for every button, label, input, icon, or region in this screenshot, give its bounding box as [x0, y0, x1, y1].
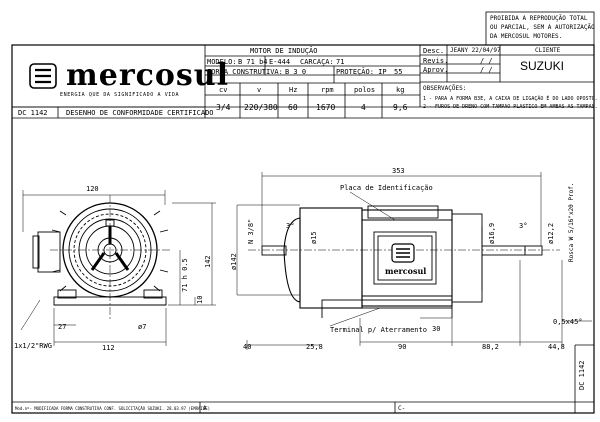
dim-142-front: 142	[204, 255, 212, 268]
footer-revision: A	[203, 405, 207, 412]
observacao-2: 2 - FUROS DE DRENO COM TAMPAO PLASTICO E…	[423, 104, 598, 110]
footer-code: C-	[398, 405, 406, 412]
copyright-line-1: PROIBIDA A REPRODUÇÃO TOTAL	[490, 15, 588, 22]
forma-label: FORMA CONSTRUTIVA:	[207, 68, 283, 76]
dim-88-2: 88,2	[482, 343, 499, 351]
dim-10: 10	[196, 295, 204, 304]
spec-header-cv: cv	[219, 86, 228, 94]
motor-type: MOTOR DE INDUÇÃO	[250, 47, 318, 55]
dim-rosca: Rosca W 5/16"x20 Prof.	[568, 182, 575, 262]
dim-40: 40	[243, 343, 252, 351]
protecao-label: PROTEÇÃO: IP	[336, 68, 387, 76]
desenho-number: DC 1142	[18, 109, 48, 117]
dim-25-8: 25,8	[306, 343, 323, 351]
company-tagline: ENERGIA QUE DA SIGNIFICADO A VIDA	[60, 92, 180, 98]
carcaca-value: 71	[336, 58, 345, 66]
observacoes-label: OBSERVAÇÕES:	[423, 85, 467, 92]
modelo-code: E-444	[269, 58, 291, 66]
spec-value-kg: 9,6	[393, 103, 408, 112]
dim-chamfer: 0,5x45°	[553, 318, 583, 326]
dim-12-2: ø12,2	[547, 222, 555, 244]
plate-logo-text: mercosul	[385, 266, 427, 276]
side-dimensions	[236, 172, 592, 350]
desenho-title: DESENHO DE CONFORMIDADE CERTIFICADO	[66, 109, 214, 117]
front-view	[32, 195, 172, 320]
observacao-1: 1 - PARA A FORMA B3E, A CAIXA DE LIGAÇÃO…	[423, 96, 598, 102]
spec-value-polos: 4	[361, 103, 366, 112]
desc-label: Desc.	[423, 47, 445, 55]
revis-date: / /	[480, 57, 493, 65]
copyright-line-2: OU PARCIAL, SEM A AUTORIZAÇÃO	[490, 24, 595, 31]
side-drawing-code: DC 1142	[578, 360, 586, 390]
placa-callout: Placa de Identificação	[340, 184, 433, 192]
copyright-box	[485, 11, 595, 46]
dim-rwg: 1x1/2"RWG	[14, 342, 52, 350]
dim-90: 90	[398, 343, 407, 351]
spec-header-rpm: rpm	[321, 86, 334, 94]
dim-112: 112	[102, 344, 115, 352]
dim-27: 27	[58, 323, 67, 331]
desc-value: JEANY 22/04/97	[450, 47, 501, 54]
dim-3-angle-a: 3°	[286, 222, 295, 230]
spec-value-v: 220/380	[244, 103, 278, 112]
mercosul-logo-icon	[29, 63, 57, 89]
modelo-label: MODELO:	[207, 58, 237, 66]
spec-value-hz: 60	[288, 103, 298, 112]
dim-3-angle-b: 3°	[519, 222, 528, 230]
dim-7: ø7	[138, 323, 147, 331]
forma-value: B 3 0	[285, 68, 307, 76]
cliente-value: SUZUKI	[520, 59, 565, 73]
dim-30: 30	[432, 325, 441, 333]
spec-header-polos: polos	[354, 86, 376, 94]
protecao-value: 55	[394, 68, 403, 76]
dim-71: 71 h 0.5	[181, 258, 189, 292]
spec-header-hz: Hz	[289, 86, 298, 94]
spec-value-rpm: 1670	[316, 103, 336, 112]
dim-353: 353	[392, 167, 405, 175]
dim-16-9: ø16,9	[488, 222, 496, 244]
aprov-date: / /	[480, 66, 493, 74]
front-dimensions	[20, 190, 216, 346]
dim-142-side: ø142	[230, 253, 238, 270]
dim-15: ø15	[310, 231, 318, 244]
sheet-border	[11, 44, 595, 414]
spec-value-cv: 3/4	[216, 103, 231, 112]
modelo-value: B 71 b4	[238, 58, 268, 66]
spec-header-kg: kg	[396, 86, 405, 94]
copyright-line-3: DA MERCOSUL MOTORES.	[490, 33, 563, 40]
revis-label: Revis.	[423, 57, 449, 65]
carcaca-label: CARCAÇA:	[300, 58, 334, 66]
dim-120: 120	[86, 185, 99, 193]
dim-3-8: N 3/8"	[247, 218, 255, 244]
dim-44-8: 44,8	[548, 343, 565, 351]
terminal-callout: Terminal p/ Aterramento	[330, 326, 427, 334]
company-logo-text: mercosul	[66, 58, 230, 93]
side-view	[248, 205, 560, 318]
plate-logo-icon	[391, 243, 415, 263]
spec-header-v: v	[257, 86, 262, 94]
aprov-label: Aprov.	[423, 66, 449, 74]
footer-modification: Mod.nº- MODIFICADA FORMA CONSTRUTIVA CON…	[15, 406, 211, 411]
cliente-label: CLIENTE	[535, 47, 561, 54]
